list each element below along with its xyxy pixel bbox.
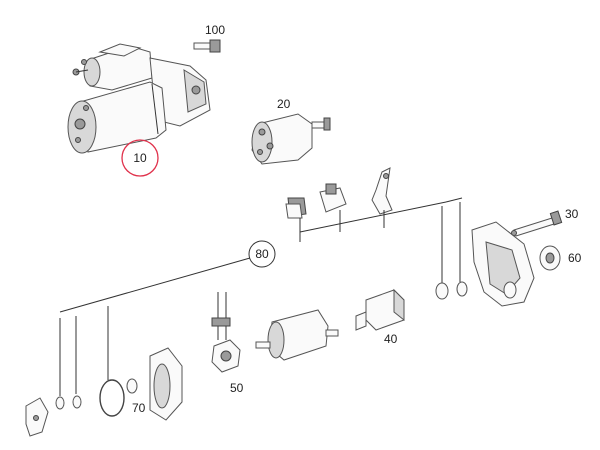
callout-20-label: 20: [277, 97, 291, 111]
callout-10[interactable]: 10: [121, 139, 159, 177]
solenoid-switch-20[interactable]: 20: [251, 97, 331, 165]
starter-motor-assembly[interactable]: [67, 43, 211, 154]
bolt-100[interactable]: 100: [193, 23, 225, 53]
callout-60-label: 60: [568, 251, 582, 265]
seal-rings-80[interactable]: [435, 281, 468, 300]
brush-80a[interactable]: [285, 197, 307, 219]
through-bolt-30[interactable]: 30: [511, 207, 579, 237]
bushing-60[interactable]: 60: [539, 245, 582, 271]
spacer-70[interactable]: 70: [126, 378, 146, 415]
callout-100-label: 100: [205, 23, 225, 37]
callout-40-label: 40: [384, 332, 398, 346]
callout-80[interactable]: 80: [248, 240, 276, 268]
callout-50-label: 50: [230, 381, 244, 395]
commutator-end-housing[interactable]: [149, 347, 183, 421]
fork-lever[interactable]: [371, 167, 393, 215]
highlight-circle: [121, 139, 159, 177]
end-cap-plate[interactable]: [25, 397, 49, 437]
leader-lines: [59, 197, 463, 396]
washers-80[interactable]: [55, 395, 82, 410]
callout-80-label: 80: [255, 247, 269, 261]
callout-30-label: 30: [565, 207, 579, 221]
callout-70-label: 70: [132, 401, 146, 415]
armature[interactable]: [255, 309, 339, 361]
drive-end-housing[interactable]: [471, 221, 535, 307]
pinion-clutch-40[interactable]: 40: [355, 288, 405, 346]
callout-10-label: 10: [133, 151, 147, 165]
brush-holder-80b[interactable]: [319, 183, 347, 213]
o-ring-80[interactable]: [99, 379, 125, 417]
brush-plate-50[interactable]: 50: [211, 292, 244, 395]
